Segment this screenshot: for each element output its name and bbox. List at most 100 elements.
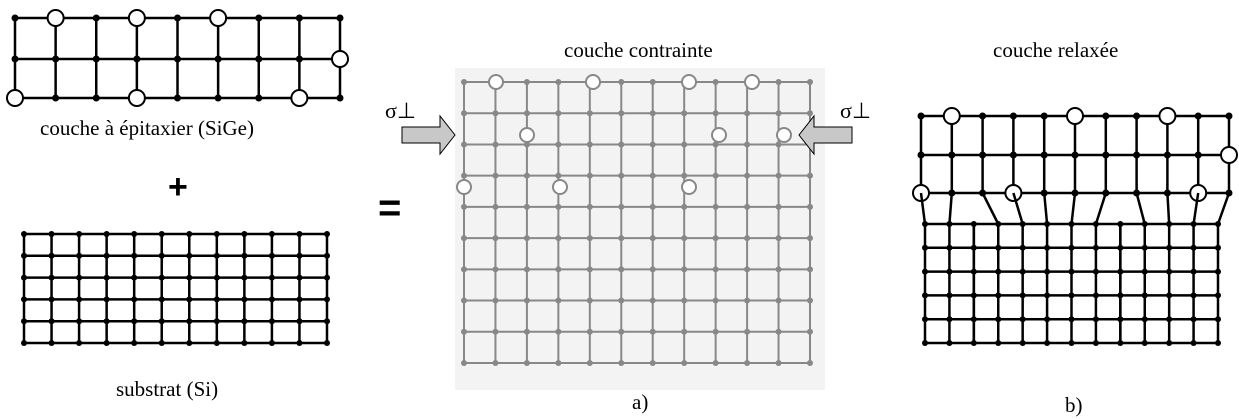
atom [131, 274, 138, 281]
atom [586, 203, 593, 210]
atom [324, 252, 330, 259]
atom [586, 360, 593, 366]
ge-atom [744, 74, 760, 90]
atom [807, 172, 813, 179]
atom [21, 252, 27, 259]
atom [775, 79, 782, 85]
atom [586, 141, 593, 148]
atom [979, 112, 987, 120]
atom [213, 252, 220, 259]
atom [712, 360, 719, 366]
atom [76, 274, 83, 281]
atom [555, 141, 562, 148]
atom [744, 141, 751, 148]
ge-atom [585, 74, 601, 90]
interface-bond [981, 192, 1000, 225]
atom [1092, 292, 1099, 299]
ge-atom [290, 89, 309, 107]
atom [807, 297, 813, 304]
atom [492, 172, 499, 179]
atom [586, 235, 593, 242]
ge-atom [331, 50, 349, 68]
atom [523, 235, 530, 242]
atom [21, 231, 27, 237]
atom [775, 266, 782, 273]
atom [103, 252, 110, 259]
atom [1092, 316, 1099, 323]
atom [979, 151, 987, 159]
atom [103, 274, 110, 281]
atom [1068, 316, 1075, 323]
atom [241, 252, 248, 259]
atom [649, 328, 656, 335]
atom [1141, 340, 1148, 346]
atom [681, 297, 688, 304]
atom [131, 296, 138, 303]
atom [917, 151, 925, 159]
atom [324, 318, 330, 325]
ge-atom [127, 89, 146, 107]
atom [1163, 151, 1171, 159]
atom [76, 296, 83, 303]
atom [1190, 268, 1197, 275]
atom [1215, 292, 1221, 299]
atom [92, 14, 100, 22]
atom [492, 110, 499, 117]
atom [1009, 151, 1017, 159]
atom [11, 55, 19, 63]
atom [807, 110, 813, 117]
atom [158, 296, 165, 303]
interface-bond [919, 192, 927, 225]
ge-atom [519, 127, 535, 143]
atom [775, 172, 782, 179]
atom [131, 340, 138, 346]
atom [1019, 244, 1026, 251]
atom [241, 318, 248, 325]
atom [1009, 112, 1017, 120]
atom [492, 328, 499, 335]
interface-bond [1094, 192, 1107, 225]
ge-atom [681, 179, 697, 195]
atom [1141, 292, 1148, 299]
atom [744, 328, 751, 335]
atom [324, 340, 330, 346]
atom [523, 79, 530, 85]
atom [461, 360, 467, 366]
interface-bond [1192, 192, 1200, 225]
atom [555, 110, 562, 117]
atom [555, 360, 562, 366]
atom [1215, 316, 1221, 323]
atom [523, 360, 530, 366]
atom [775, 203, 782, 210]
atom [21, 340, 27, 346]
atom [186, 340, 193, 346]
atom [618, 266, 625, 273]
atom [241, 231, 248, 237]
atom [1102, 112, 1110, 120]
atom [268, 231, 275, 237]
atom [461, 110, 467, 117]
atom [492, 266, 499, 273]
atom [649, 172, 656, 179]
atom [946, 340, 953, 346]
atom [681, 203, 688, 210]
atom [712, 235, 719, 242]
atom [461, 235, 467, 242]
atom [712, 110, 719, 117]
atom [712, 328, 719, 335]
atom [255, 14, 263, 22]
atom [324, 231, 330, 237]
atom [807, 360, 813, 366]
sige-lattice [6, 9, 349, 107]
atom [492, 297, 499, 304]
atom [21, 296, 27, 303]
epitaxy-layer-label: couche à épitaxier (SiGe) [40, 116, 254, 140]
atom [1190, 340, 1197, 346]
atom [995, 292, 1002, 299]
atom [1141, 244, 1148, 251]
atom [712, 172, 719, 179]
atom [76, 231, 83, 237]
atom [922, 340, 928, 346]
panel-a-label: a) [632, 390, 649, 414]
atom [523, 141, 530, 148]
